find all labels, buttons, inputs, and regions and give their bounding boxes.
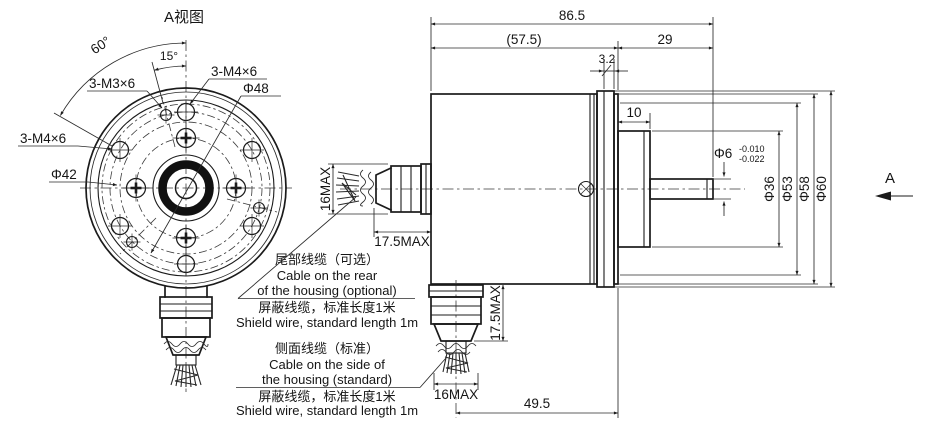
dim-dia-flange: Φ60	[814, 176, 829, 202]
dim-angle-offset: 15°	[160, 49, 178, 63]
set-screw	[577, 180, 595, 198]
rear-cable-fray	[335, 171, 360, 206]
svg-text:3-M4×6: 3-M4×6	[20, 131, 66, 146]
svg-text:侧面线缆（标准）: 侧面线缆（标准）	[275, 341, 379, 356]
dim-angle-main: 60°	[88, 33, 113, 57]
label-inner-circle-42: Φ42	[49, 167, 118, 187]
view-direction-label: A	[885, 170, 895, 187]
notes: 尾部线缆（可选） Cable on the rear of the housin…	[236, 196, 447, 418]
label-bolt-circle-48: Φ48	[150, 81, 281, 254]
svg-text:Φ42: Φ42	[51, 167, 77, 182]
dim-side-cable-position: 49.5	[524, 396, 550, 411]
svg-text:Cable on the side of: Cable on the side of	[269, 357, 385, 372]
dim-dia-boss: Φ36	[762, 176, 777, 202]
side-cable-note: 侧面线缆（标准） Cable on the side of the housin…	[236, 341, 447, 418]
side-view: 86.5 (57.5) 29 3.2 10 Φ6 -0.010 -0.022 Φ…	[318, 8, 913, 418]
svg-text:Cable on the rear: Cable on the rear	[277, 268, 378, 283]
svg-text:屏蔽线缆，标准长度1米: 屏蔽线缆，标准长度1米	[258, 300, 395, 315]
svg-text:3-M4×6: 3-M4×6	[211, 64, 257, 79]
svg-text:尾部线缆（可选）: 尾部线缆（可选）	[275, 252, 379, 267]
dim-15-degrees: 15°	[151, 49, 187, 104]
dim-side-cable-width: 16MAX	[434, 387, 478, 402]
shaft-collar-ring	[158, 160, 214, 216]
dim-front-length: 29	[657, 32, 672, 47]
dim-side-cable-length: 17.5MAX	[488, 285, 503, 341]
svg-text:Shield wire, standard length 1: Shield wire, standard length 1m	[236, 403, 418, 418]
view-direction-arrow: A	[875, 170, 913, 201]
dim-dia-body: Φ58	[797, 176, 812, 202]
front-cable-gland	[159, 286, 213, 388]
m3-screw-holes	[122, 105, 269, 252]
side-cable-gland	[428, 280, 484, 418]
rear-cable-gland	[335, 163, 432, 215]
dim-rear-cable-length: 17.5MAX	[374, 234, 430, 249]
extension-lines	[328, 17, 835, 418]
rear-cable-note: 尾部线缆（可选） Cable on the rear of the housin…	[236, 196, 418, 330]
dim-boss-length: 10	[626, 105, 641, 120]
svg-text:of the housing (optional): of the housing (optional)	[257, 283, 396, 298]
front-cable-fray	[170, 364, 202, 388]
svg-text:Φ48: Φ48	[243, 81, 269, 96]
dim-body-length: (57.5)	[506, 32, 541, 47]
svg-text:Shield wire, standard length 1: Shield wire, standard length 1m	[236, 315, 418, 330]
dim-shaft-tol-upper: -0.010	[739, 144, 765, 154]
view-a-title: A视图	[164, 9, 204, 26]
shaft	[649, 178, 714, 200]
front-view: 60° 15° 3-M4×6 Φ48 3-M3×6 3-M4×6	[18, 9, 292, 392]
dim-total-length: 86.5	[559, 8, 585, 23]
side-cable-fray	[442, 352, 470, 375]
dim-shaft-dia: Φ6	[714, 146, 732, 161]
dimension-lines	[331, 22, 833, 415]
label-m4-top: 3-M4×6	[189, 64, 267, 105]
svg-text:3-M3×6: 3-M3×6	[89, 76, 135, 91]
shaft-hole	[174, 176, 198, 200]
dim-shaft-tol-lower: -0.022	[739, 154, 765, 164]
svg-text:屏蔽线缆，标准长度1米: 屏蔽线缆，标准长度1米	[258, 389, 395, 404]
dim-plate-thickness: 3.2	[599, 52, 616, 66]
label-m4-left: 3-M4×6	[18, 131, 113, 151]
dim-rear-cable-width: 16MAX	[318, 167, 333, 211]
dim-dia-pilot: Φ53	[780, 176, 795, 202]
svg-text:the housing (standard): the housing (standard)	[262, 372, 392, 387]
label-m3-holes: 3-M3×6	[87, 76, 163, 109]
